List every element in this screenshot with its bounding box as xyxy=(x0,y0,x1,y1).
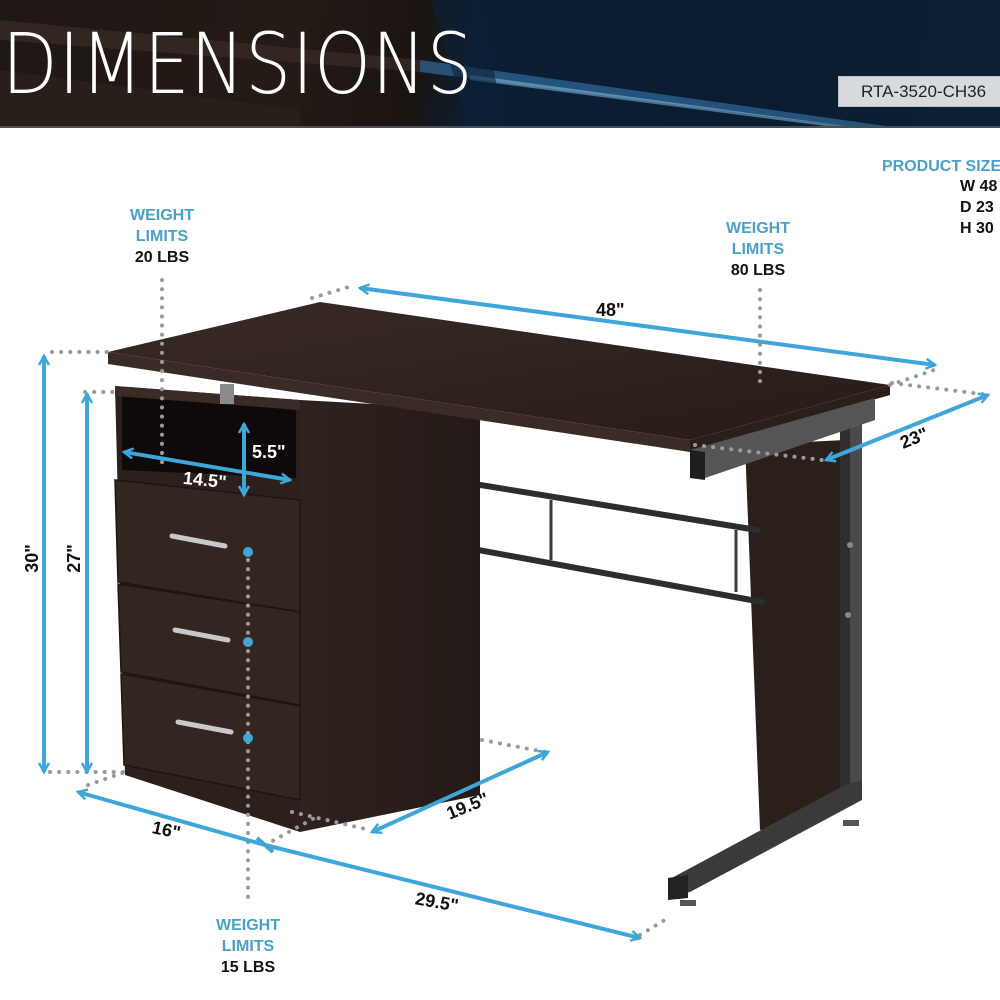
arrow-desk-width xyxy=(360,288,935,365)
product-depth: D 23 xyxy=(960,199,994,216)
dimension-arrows xyxy=(44,288,988,938)
arrow-pedestal-depth xyxy=(78,792,266,847)
weight-limit-desktop-label-2: LIMITS xyxy=(731,241,785,258)
product-width: W 48 xyxy=(960,178,998,195)
label-desk-width: 48" xyxy=(596,300,625,320)
product-size-panel: PRODUCT SIZE W 48 D 23 H 30 xyxy=(882,158,1000,239)
weight-limit-shelf-label-2: LIMITS xyxy=(135,228,189,245)
banner-background-graphic xyxy=(0,0,900,128)
weight-limit-shelf-label-1: WEIGHT xyxy=(130,207,194,224)
label-shelf-height: 5.5" xyxy=(252,442,286,462)
sku-text: RTA-3520-CH36 xyxy=(861,82,987,101)
right-leg xyxy=(668,418,862,906)
label-shelf-width: 14.5" xyxy=(182,467,228,493)
product-height: H 30 xyxy=(960,220,994,237)
sku-badge: RTA-3520-CH36 xyxy=(838,76,1000,107)
weight-limit-drawers-label-2: LIMITS xyxy=(221,938,275,955)
weight-limit-desktop-value: 80 LBS xyxy=(730,262,786,279)
arrow-knee-width xyxy=(264,843,640,938)
page-title: DIMENSIONS xyxy=(2,15,474,113)
weight-limit-drawers: WEIGHT LIMITS 15 LBS xyxy=(188,915,308,978)
weight-limit-shelf-value: 20 LBS xyxy=(134,249,190,266)
arrow-shelf-width xyxy=(124,452,290,480)
banner-divider xyxy=(0,126,1000,128)
arrow-knee-depth xyxy=(372,752,548,832)
arrow-desk-depth xyxy=(826,395,988,460)
weight-markers xyxy=(243,547,253,743)
pedestal-cabinet xyxy=(114,384,480,832)
header-banner: DIMENSIONS RTA-3520-CH36 xyxy=(0,0,1000,128)
weight-limit-desktop: WEIGHT LIMITS 80 LBS xyxy=(698,218,818,281)
product-size-title: PRODUCT SIZE xyxy=(882,158,1000,175)
weight-limit-drawers-value: 15 LBS xyxy=(220,959,276,976)
weight-limit-shelf: WEIGHT LIMITS 20 LBS xyxy=(102,205,222,268)
label-pedestal-height: 27" xyxy=(63,544,84,573)
weight-limit-drawers-label-1: WEIGHT xyxy=(216,917,280,934)
label-total-height: 30" xyxy=(21,544,42,573)
crossbars xyxy=(459,479,765,605)
weight-limit-desktop-label-1: WEIGHT xyxy=(726,220,790,237)
